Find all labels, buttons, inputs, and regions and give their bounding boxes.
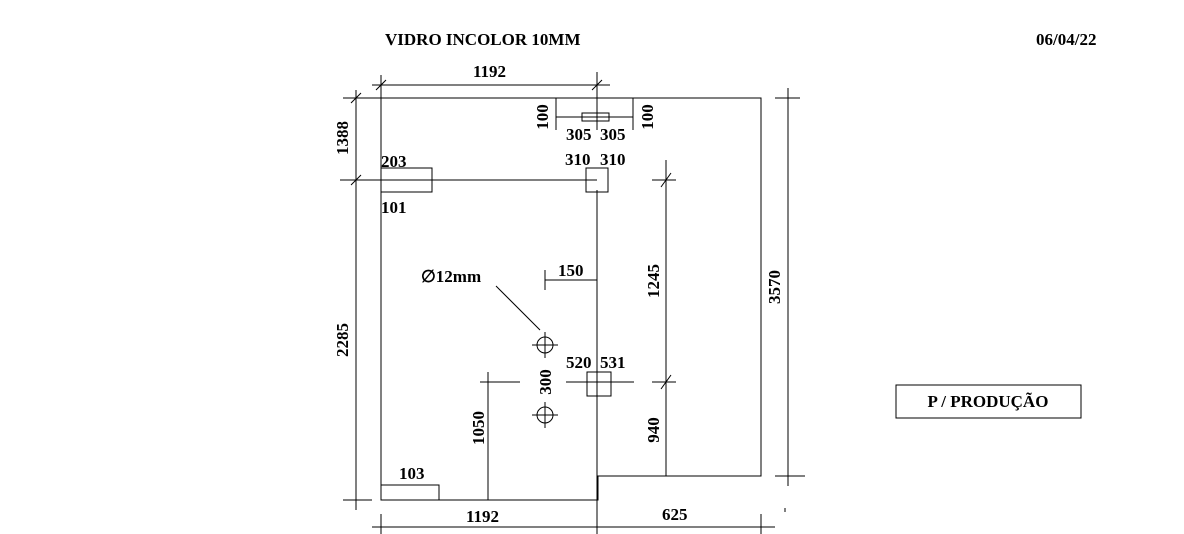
dim-bottom: [372, 500, 786, 534]
dim-notch-right-a: 310: [565, 150, 591, 169]
dim-hinge-right-v: 100: [638, 104, 657, 130]
dim-top-width-label: 1192: [473, 62, 506, 81]
diameter-leader: [495, 285, 541, 331]
dim-right-upper-label: 1245: [644, 264, 663, 298]
dim-right-lower-label: 940: [644, 417, 663, 443]
dim-left: [340, 90, 381, 510]
drawing-title: VIDRO INCOLOR 10MM: [385, 30, 581, 49]
dim-handle-height: 1050: [469, 411, 488, 445]
notch-side: [586, 371, 612, 397]
dim-right-inner: [652, 160, 676, 476]
dim-notch-left-h: 101: [381, 198, 407, 217]
notch-top-center: [585, 167, 609, 193]
dim-left-upper-label: 1388: [333, 121, 352, 155]
dim-notch-left-w: 203: [381, 152, 407, 171]
production-stamp-label: P / PRODUÇÃO: [928, 392, 1049, 411]
dim-hinge-right-h: 305: [600, 125, 626, 144]
dim-top-width: [372, 72, 610, 98]
production-stamp-box: [895, 384, 1082, 419]
hole-lower: [532, 402, 558, 428]
drawing-date: 06/04/22: [1036, 30, 1096, 49]
dim-hole-offset: 150: [558, 261, 584, 280]
notch-bottom-left: [380, 484, 440, 501]
hole-upper: [532, 332, 558, 358]
dim-notch-right-b: 310: [600, 150, 626, 169]
dim-right-total: [775, 88, 805, 486]
dim-side-notch-b: 531: [600, 353, 626, 372]
dim-hole-diameter: ∅12mm: [421, 267, 481, 286]
dim-hole-spacing: 300: [536, 369, 555, 395]
dim-hinge-left-v: 100: [533, 104, 552, 130]
dim-bottom-right-label: 625: [662, 505, 688, 524]
dim-right-total-label: 3570: [765, 270, 784, 304]
dim-left-lower-label: 2285: [333, 323, 352, 357]
dim-bottom-width-label: 1192: [466, 507, 499, 526]
dim-side-notch-a: 520: [566, 353, 592, 372]
dim-bottom-notch: 103: [399, 464, 425, 483]
dim-hinge-left-h: 305: [566, 125, 592, 144]
